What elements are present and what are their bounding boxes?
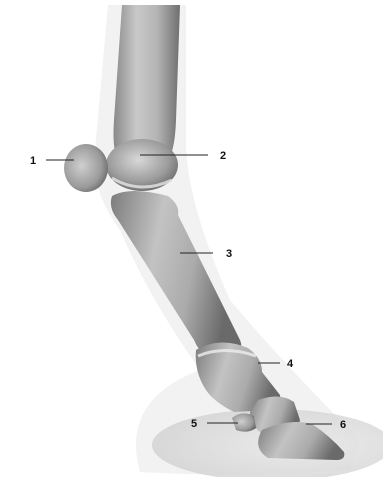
- callout-5-label: 5: [191, 418, 197, 430]
- callout-6-label: 6: [340, 419, 346, 431]
- callout-4-label: 4: [287, 358, 294, 370]
- accessory-bone: [64, 144, 108, 192]
- callout-2-label: 2: [220, 150, 226, 162]
- callout-1-label: 1: [30, 155, 36, 167]
- upper-long-bone: [114, 5, 181, 160]
- callout-3-label: 3: [226, 248, 232, 260]
